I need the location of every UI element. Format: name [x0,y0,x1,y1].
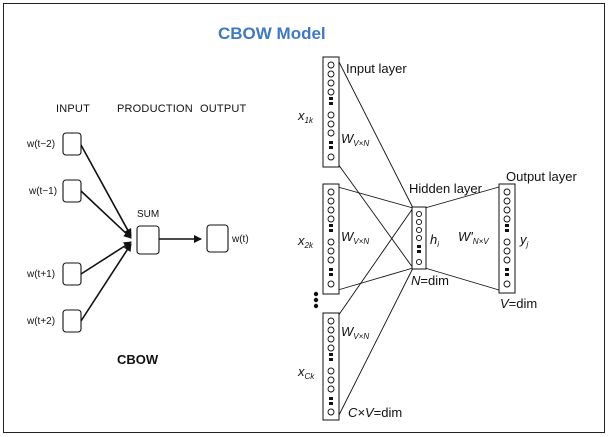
w-in-1-sub: V×N [353,138,370,148]
input-box-3 [62,262,82,286]
n-dim-label: N=dim [411,274,449,287]
arrow-input-2-to-sum [80,190,132,239]
w-out-main: W' [458,229,473,244]
v-dim-var: V [500,296,509,311]
x2-main: x [298,233,305,248]
input-2-neurons [327,188,335,288]
context-vertical-ellipsis [313,291,319,309]
w-out-sub: N×V [472,236,489,246]
xc-main: x [298,364,305,379]
cbow-caption: CBOW [117,352,159,367]
output-layer-label: Output layer [506,169,577,184]
w-in-label-1: WV×N [341,132,369,148]
output-ellipsis [505,224,509,276]
header-projection: PRODUCTION [117,103,193,115]
x1-sub: 1k [304,115,314,125]
input-layer-label: Input layer [346,61,407,76]
output-box [206,224,229,253]
w-in-2-main: W [341,229,354,244]
h-main: h [430,232,438,247]
input-label-4: w(t+2) [27,316,56,327]
input-box-2 [62,179,82,203]
y-sub: j [526,239,529,249]
input-label-2: w(t−1) [29,186,58,197]
input-c-neurons [327,317,335,416]
arrow-input-3-to-sum [80,241,132,275]
v-dim-rest: =dim [508,296,538,311]
header-output: OUTPUT [200,103,247,115]
w-in-3-sub: V×N [353,331,370,341]
hidden-neurons [415,210,423,266]
w-out-label: W'N×V [458,230,489,246]
arrow-input-4-to-sum [80,243,132,322]
input-c-ellipsis [329,353,333,405]
w-in-label-3: WV×N [341,325,369,341]
hidden-ellipsis [417,245,421,253]
output-vector [498,183,516,294]
sum-box [136,225,160,255]
input-label-1: w(t−2) [27,139,56,150]
input-box-1 [62,132,82,156]
header-input: INPUT [56,103,90,115]
h-sub: i [437,239,440,249]
input-1-neurons [327,61,335,161]
xc-label: xCk [298,365,314,381]
network-connections [337,59,500,418]
input-vector-c [322,312,340,421]
n-dim-rest: =dim [420,273,449,288]
cv-dim-var: C×V [348,405,374,420]
output-neurons [503,188,511,288]
x2-label: x2k [298,234,313,250]
w-in-2-sub: V×N [353,236,370,246]
w-in-label-2: WV×N [341,230,369,246]
input-2-ellipsis [329,224,333,276]
cv-dim-rest: =dim [373,405,403,420]
diagram-title: CBOW Model [218,24,326,43]
y-main: y [520,232,527,247]
input-1-ellipsis [329,97,333,149]
x1-label: x1k [298,109,313,125]
input-label-3: w(t+1) [27,269,56,280]
y-label: yj [520,233,528,249]
v-dim-label: V=dim [500,297,537,310]
h-label: hi [430,233,439,249]
w-in-3-main: W [341,324,354,339]
output-word-label: w(t) [232,234,249,245]
w-in-1-main: W [341,131,354,146]
x2-sub: 2k [304,240,314,250]
sum-label: SUM [137,209,160,220]
xc-sub: Ck [304,371,315,381]
input-box-4 [62,309,82,333]
x1-main: x [298,108,305,123]
hidden-layer-label: Hidden layer [409,181,482,196]
cv-dim-label: C×V=dim [348,406,402,419]
arrow-input-1-to-sum [80,144,132,237]
n-dim-var: N [411,273,421,288]
